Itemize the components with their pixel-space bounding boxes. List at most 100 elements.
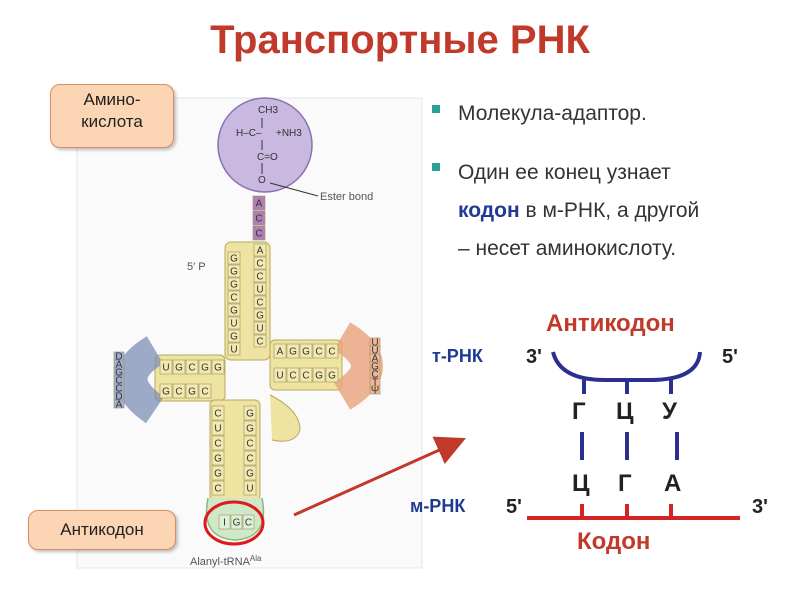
trna-label: т-РНК bbox=[432, 346, 483, 366]
nucleotide-box bbox=[312, 367, 326, 383]
nucleotide-letter: T bbox=[372, 378, 378, 389]
nucleotide-letter: U bbox=[230, 345, 237, 356]
amino-callout-line2: кислота bbox=[81, 112, 143, 131]
nucleotide-box bbox=[325, 367, 339, 383]
nucleotide-letter: C bbox=[315, 347, 322, 358]
nucleotide-box bbox=[243, 480, 257, 496]
slide-title: Транспортные РНК bbox=[210, 18, 590, 62]
nucleotide-letter: D bbox=[115, 352, 122, 363]
nucleotide-letter: C bbox=[230, 293, 237, 304]
anticodon-base-3: У bbox=[662, 398, 677, 425]
nucleotide-box bbox=[243, 405, 257, 421]
nucleotide-box bbox=[211, 420, 225, 436]
nucleotide-box bbox=[185, 383, 199, 399]
nucleotide-box bbox=[369, 385, 381, 395]
nucleotide-box bbox=[159, 383, 173, 399]
nucleotide-box bbox=[172, 383, 186, 399]
nucleotide-letter: U bbox=[256, 285, 263, 296]
nucleotide-letter: G bbox=[371, 362, 379, 373]
nucleotide-letter: G bbox=[188, 387, 196, 398]
nucleotide-letter: G bbox=[162, 387, 170, 398]
nucleotide-letter: D bbox=[115, 392, 122, 403]
nucleotide-letter: C bbox=[245, 518, 252, 529]
nucleotide-box bbox=[211, 465, 225, 481]
nucleotide-letter: C bbox=[328, 347, 335, 358]
trna-3-prime: 3' bbox=[526, 346, 542, 368]
nucleotide-letter: C bbox=[115, 376, 122, 387]
nucleotide-letter: G bbox=[246, 469, 254, 480]
nucleotide-letter: G bbox=[201, 363, 209, 374]
nucleotide-letter: G bbox=[214, 363, 222, 374]
bullet-list: Молекула-адаптор. Один ее конец узнает к… bbox=[430, 96, 780, 268]
nucleotide-letter: G bbox=[328, 371, 336, 382]
nucleotide-box bbox=[159, 359, 173, 375]
nucleotide-letter: A bbox=[257, 246, 264, 257]
nucleotide-box bbox=[299, 367, 313, 383]
nucleotide-box bbox=[243, 450, 257, 466]
mrna-3-prime: 3' bbox=[752, 496, 768, 518]
nucleotide-letter: G bbox=[246, 409, 254, 420]
nucleotide-letter: C bbox=[256, 337, 263, 348]
nucleotide-box bbox=[227, 251, 241, 265]
nucleotide-letter: A bbox=[116, 360, 123, 371]
nucleotide-box bbox=[211, 480, 225, 496]
anticodon-base-2: Ц bbox=[616, 398, 634, 425]
nucleotide-letter: C bbox=[188, 363, 195, 374]
nucleotide-box bbox=[227, 290, 241, 304]
nucleotide-box bbox=[325, 343, 339, 359]
nucleotide-letter: G bbox=[115, 368, 123, 379]
nucleotide-box bbox=[243, 435, 257, 451]
nucleotide-box bbox=[227, 342, 241, 356]
codon-base-1: Ц bbox=[572, 470, 590, 497]
nucleotide-letter: C bbox=[256, 272, 263, 283]
nucleotide-box bbox=[253, 243, 267, 257]
ester-bond-label: Ester bond bbox=[320, 191, 373, 203]
nucleotide-letter: C bbox=[214, 439, 221, 450]
ester-bond-pointer bbox=[269, 182, 319, 197]
nucleotide-box bbox=[253, 295, 267, 309]
nucleotide-letter: I bbox=[223, 518, 226, 529]
nucleotide-letter: C bbox=[246, 439, 253, 450]
nucleotide-letter: C bbox=[115, 384, 122, 395]
acceptor-top: ACC bbox=[252, 195, 266, 241]
bullet-marker-icon bbox=[432, 163, 440, 171]
nucleotide-box bbox=[242, 514, 255, 530]
nucleotide-box bbox=[243, 465, 257, 481]
nucleotide-letter: U bbox=[230, 319, 237, 330]
nucleotide-letter: C bbox=[214, 484, 221, 495]
nucleotide-box bbox=[198, 383, 212, 399]
nucleotide-box bbox=[253, 308, 267, 322]
anticodon-callout: Антикодон bbox=[28, 510, 176, 550]
nucleotide-letter: C bbox=[371, 370, 378, 381]
nucleotide-letter: C bbox=[255, 229, 262, 240]
nucleotide-letter: G bbox=[302, 347, 310, 358]
nucleotide-letter: C bbox=[214, 409, 221, 420]
nucleotide-box bbox=[227, 264, 241, 278]
nucleotide-box bbox=[253, 334, 267, 348]
nucleotide-letter: G bbox=[289, 347, 297, 358]
nucleotide-box bbox=[286, 343, 300, 359]
codon-base-3: А bbox=[664, 470, 682, 497]
nucleotide-letter: G bbox=[230, 332, 238, 343]
nucleotide-letter: Ψ bbox=[371, 386, 379, 397]
trna-5-prime: 5' bbox=[722, 346, 738, 368]
nucleotide-box bbox=[211, 435, 225, 451]
bullet-2: Один ее конец узнает кодон в м-РНК, а др… bbox=[430, 154, 780, 268]
nucleotide-letter: A bbox=[256, 199, 263, 210]
codon-heading: Кодон bbox=[577, 528, 651, 555]
nucleotide-box bbox=[211, 405, 225, 421]
nucleotide-box bbox=[172, 359, 186, 375]
codon-base-2: Г bbox=[618, 470, 632, 497]
formula-ch3: CH3 bbox=[258, 105, 278, 116]
bullet-marker-icon bbox=[432, 105, 440, 113]
codon-term: кодон bbox=[458, 199, 520, 222]
nucleotide-box bbox=[243, 420, 257, 436]
nucleotide-box bbox=[253, 282, 267, 296]
nucleotide-box bbox=[185, 359, 199, 375]
